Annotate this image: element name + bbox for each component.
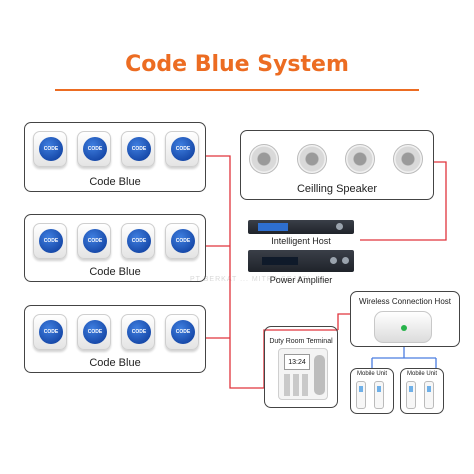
mobile-unit-panel-1 bbox=[350, 368, 394, 414]
mobile-phone-icon bbox=[356, 381, 366, 409]
code-button-face: CODE bbox=[83, 320, 107, 344]
wireless-host-label: Wireless Connection Host bbox=[358, 297, 452, 306]
mobile-unit-label: Mobile Unit bbox=[356, 371, 387, 377]
code-button-face: CODE bbox=[171, 320, 195, 344]
title-underline bbox=[55, 89, 419, 91]
mobile-phone-icon bbox=[374, 381, 384, 409]
duty-room-terminal-panel bbox=[264, 326, 338, 408]
wireless-host-panel bbox=[350, 291, 460, 347]
mobile-unit-panel-2 bbox=[400, 368, 444, 414]
terminal-keypad bbox=[284, 374, 310, 396]
phone-screen bbox=[427, 386, 431, 392]
code-button-face: CODE bbox=[127, 137, 151, 161]
code-blue-button[interactable]: CODE bbox=[165, 314, 199, 350]
code-button-face: CODE bbox=[39, 320, 63, 344]
code-blue-button[interactable]: CODE bbox=[77, 314, 111, 350]
rack-knob bbox=[330, 257, 337, 264]
panel-label: Code Blue bbox=[89, 357, 141, 369]
code-button-face: CODE bbox=[171, 137, 195, 161]
code-button-face: CODE bbox=[39, 229, 63, 253]
diagram-title: Code Blue System bbox=[125, 52, 349, 77]
terminal-screen: 13:24 bbox=[284, 354, 310, 370]
code-blue-button[interactable]: CODE bbox=[165, 223, 199, 259]
status-led-icon bbox=[401, 325, 407, 331]
mobile-phone-icon bbox=[424, 381, 434, 409]
ceiling-speaker-icon bbox=[393, 144, 423, 174]
code-button-face: CODE bbox=[39, 137, 63, 161]
panel-label: Code Blue bbox=[89, 176, 141, 188]
intelligent-host-icon bbox=[248, 220, 354, 234]
code-blue-panel-2: CODE CODE CODE CODE Code Blue bbox=[24, 214, 206, 282]
code-blue-button[interactable]: CODE bbox=[121, 131, 155, 167]
code-button-face: CODE bbox=[127, 229, 151, 253]
rack-display bbox=[258, 223, 288, 231]
duty-room-terminal-icon: 13:24 bbox=[278, 348, 328, 400]
code-blue-button[interactable]: CODE bbox=[121, 314, 155, 350]
wire-speaker-host bbox=[360, 161, 447, 241]
code-blue-button[interactable]: CODE bbox=[121, 223, 155, 259]
phone-screen bbox=[377, 386, 381, 392]
rack-knob bbox=[342, 257, 349, 264]
ceiling-speaker-icon bbox=[297, 144, 327, 174]
code-blue-button[interactable]: CODE bbox=[77, 131, 111, 167]
duty-room-terminal-label: Duty Room Terminal bbox=[269, 338, 333, 345]
panel-label: Code Blue bbox=[89, 266, 141, 278]
wire-wireless-host bbox=[337, 313, 350, 330]
code-blue-button[interactable]: CODE bbox=[165, 131, 199, 167]
ceiling-speaker-panel: Ceilling Speaker bbox=[240, 130, 434, 200]
power-amplifier-icon bbox=[248, 250, 354, 272]
wire-group1 bbox=[206, 155, 264, 389]
wireless-host-icon bbox=[374, 311, 432, 343]
handset-icon bbox=[314, 355, 325, 395]
code-blue-panel-3: CODE CODE CODE CODE Code Blue bbox=[24, 305, 206, 373]
code-button-face: CODE bbox=[127, 320, 151, 344]
code-blue-button[interactable]: CODE bbox=[33, 131, 67, 167]
ceiling-speaker-icon bbox=[249, 144, 279, 174]
code-button-face: CODE bbox=[83, 137, 107, 161]
mobile-unit-label: Mobile Unit bbox=[406, 371, 437, 377]
ceiling-speaker-icon bbox=[345, 144, 375, 174]
watermark-text: PT BERKAT ... MITRA SEJATI bbox=[190, 276, 311, 283]
intelligent-host-label: Intelligent Host bbox=[271, 236, 331, 246]
code-button-face: CODE bbox=[83, 229, 107, 253]
wire-mobile-units bbox=[371, 346, 437, 368]
rack-knob bbox=[336, 223, 343, 230]
code-button-face: CODE bbox=[171, 229, 195, 253]
panel-label: Ceilling Speaker bbox=[296, 183, 378, 195]
mobile-phone-icon bbox=[406, 381, 416, 409]
code-blue-button[interactable]: CODE bbox=[33, 223, 67, 259]
power-amplifier-label: Power Amplifier bbox=[269, 275, 333, 285]
rack-display bbox=[262, 257, 298, 265]
code-blue-panel-1: CODE CODE CODE CODE Code Blue bbox=[24, 122, 206, 192]
phone-screen bbox=[409, 386, 413, 392]
phone-screen bbox=[359, 386, 363, 392]
code-blue-button[interactable]: CODE bbox=[77, 223, 111, 259]
code-blue-button[interactable]: CODE bbox=[33, 314, 67, 350]
